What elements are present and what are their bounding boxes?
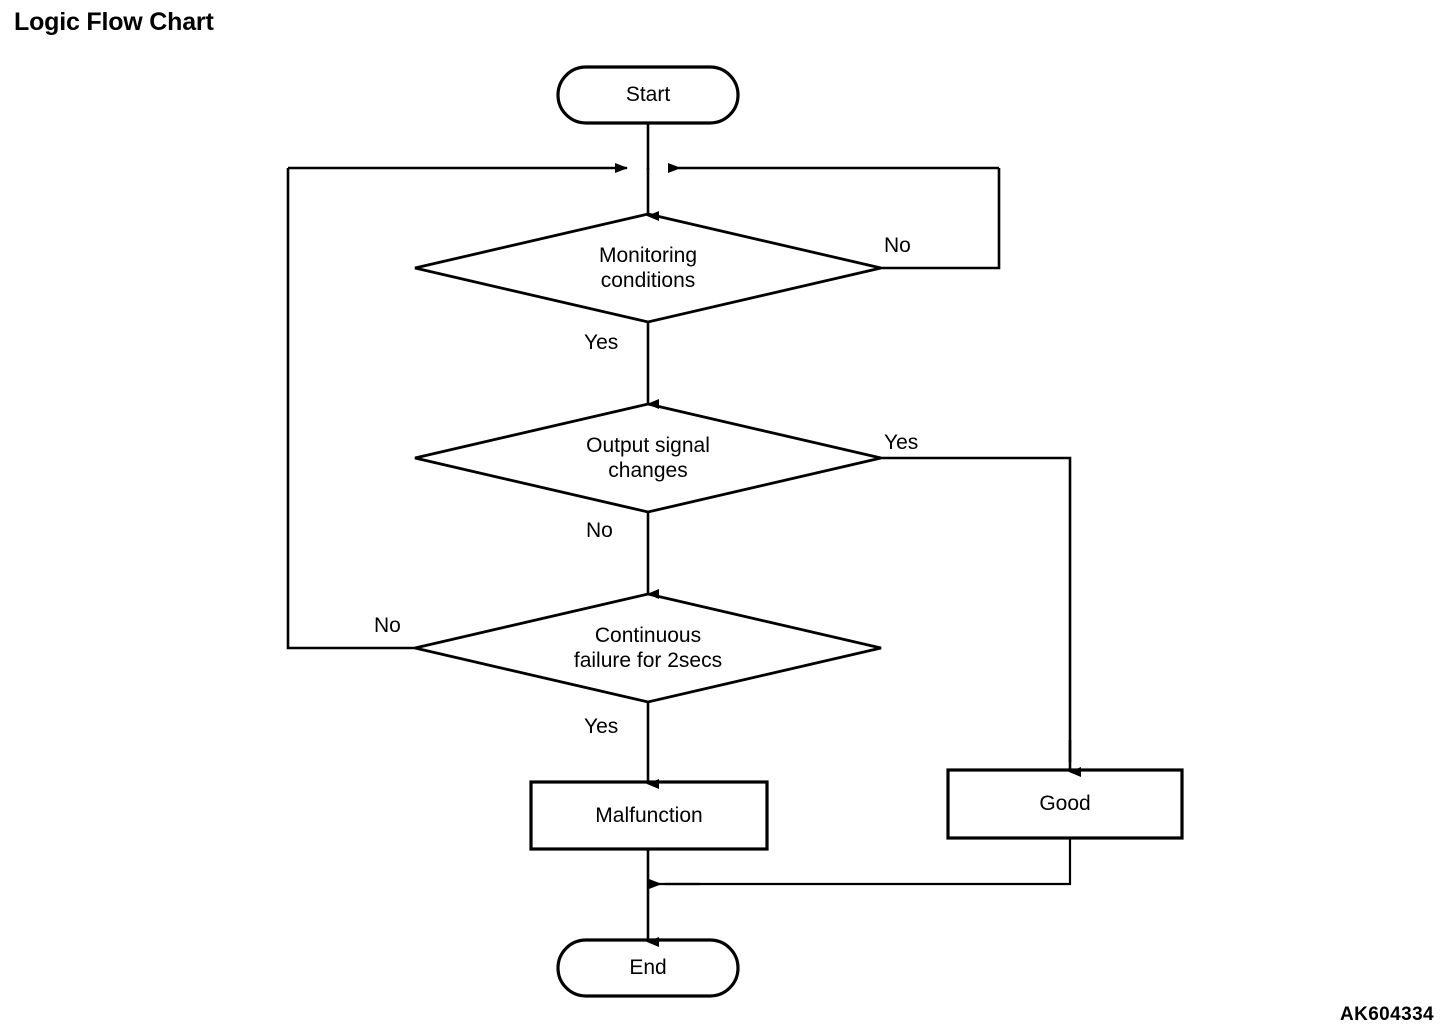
node-continuous-shape — [414, 592, 882, 704]
node-good-shape — [946, 768, 1184, 840]
edge-output-yes — [881, 456, 1072, 762]
edge-good-merge — [665, 838, 1072, 886]
node-end-shape — [556, 938, 740, 998]
node-malfunction-shape — [529, 780, 769, 851]
edge-monitoring-no — [881, 168, 1001, 270]
reference-code: AK604334 — [1339, 1004, 1434, 1025]
node-output-shape — [414, 402, 882, 514]
page-title: Logic Flow Chart — [14, 8, 214, 36]
node-start-shape — [556, 65, 740, 125]
node-monitoring-shape — [414, 212, 882, 324]
edge-continuous-no — [286, 168, 415, 650]
